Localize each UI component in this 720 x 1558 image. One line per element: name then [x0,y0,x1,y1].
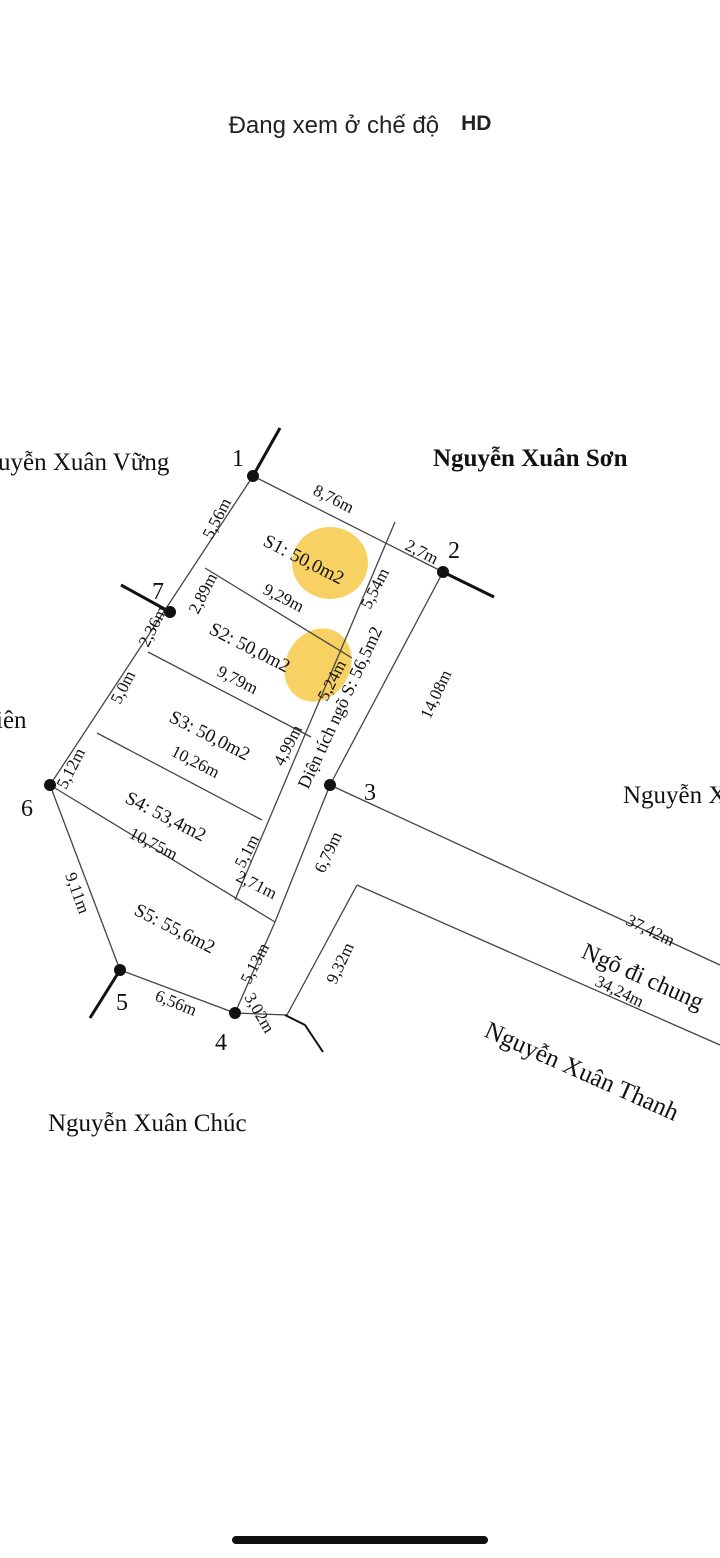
dim-14-08: 14,08m [416,667,455,722]
point-label-4: 4 [215,1030,227,1056]
dim-8-76: 8,76m [310,481,357,517]
point-label-1: 1 [232,446,244,472]
tick-1 [251,427,282,477]
hd-badge[interactable]: HD [461,112,492,135]
dim-2-36: 2,36m [135,603,171,650]
point-marker-5 [114,964,126,976]
dim-9-11: 9,11m [61,870,93,916]
dim-5-56: 5,56m [199,495,235,542]
point-label-7: 7 [152,579,164,605]
inner-lane-edge [234,521,396,901]
point-marker-2 [437,566,449,578]
survey-points: 1 2 3 4 5 6 7 [21,446,460,1056]
dim-9-79: 9,79m [214,662,261,698]
viewing-mode-text: Đang xem ở chế độ [228,112,440,139]
point-marker-1 [247,470,259,482]
neighbor-bottom-right: Nguyễn Xuân Thanh [481,1017,684,1127]
lot-s5-area: S5: 55,6m2 [131,900,219,958]
edge-4-lane [234,1012,288,1016]
dim-6-79: 6,79m [310,829,345,876]
lane-bottom-edge [356,884,720,1046]
edge-2-3 [329,571,444,786]
neighbor-top-left: uyễn Xuân Vững [0,449,170,476]
edge-3-down [274,784,331,923]
neighbor-top-right: Nguyễn Xuân Sơn [433,445,628,472]
point-marker-7 [164,606,176,618]
tick-2 [442,570,495,599]
dim-2-89: 2,89m [185,570,221,617]
edge-1-2 [252,475,444,573]
divider-s4-s5 [49,784,276,923]
point-marker-4 [229,1007,241,1019]
viewing-mode-banner: Đang xem ở chế độ HD [0,112,720,140]
dim-5-0: 5,0m [107,667,140,706]
tick-5 [88,969,122,1019]
highlight-mark-s1 [292,527,368,599]
point-marker-6 [44,779,56,791]
neighbor-left: iên [0,707,27,734]
plot-boundaries [49,427,720,1053]
lane-top-edge [329,784,720,966]
point-label-5: 5 [116,990,128,1016]
neighbor-bottom-left: Nguyễn Xuân Chúc [48,1110,247,1137]
neighbor-right: Nguyễn X [623,782,720,809]
point-label-3: 3 [364,780,376,806]
dim-5-12: 5,12m [53,745,89,792]
dim-37-42: 37,42m [623,911,678,951]
point-label-2: 2 [448,538,460,564]
divider-s1-s2 [204,567,353,659]
edge-1-6 [49,475,254,786]
edge-5-4 [119,969,236,1014]
point-marker-3 [324,779,336,791]
edge-s5-right [234,921,276,1014]
dim-5-1: 5,1m [231,831,264,870]
highlight-mark-s2 [284,628,352,702]
boundary-hook [284,1014,324,1053]
tick-7 [120,583,171,614]
divider-s2-s3 [147,651,312,738]
dim-9-32: 9,32m [322,940,357,987]
edge-6-5 [49,784,121,971]
dim-2-7: 2,7m [402,536,441,569]
home-indicator[interactable] [232,1536,488,1544]
point-label-6: 6 [21,796,33,822]
dim-5-13: 5,13m [237,940,273,987]
divider-s3-s4 [96,732,263,821]
dim-2-71: 2,71m [233,867,280,903]
lane-left-edge [286,884,358,1016]
